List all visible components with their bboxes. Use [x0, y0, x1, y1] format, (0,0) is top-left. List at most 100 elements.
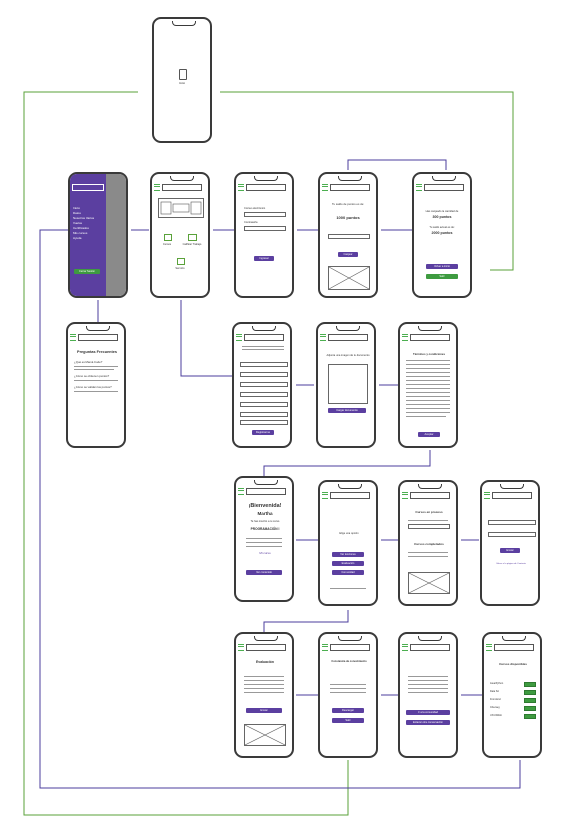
register-field[interactable]: [240, 412, 288, 417]
phone-terms[interactable]: Términos y condiciones Aceptar: [398, 322, 458, 448]
welcome-title: ¡Bienvenida!: [248, 503, 282, 509]
menu-item[interactable]: Vuelos: [73, 221, 83, 225]
accept-button[interactable]: Aceptar: [418, 432, 440, 437]
exit-button[interactable]: Salir: [426, 274, 458, 279]
menu-item[interactable]: Mis cursos: [73, 231, 88, 235]
eval-option: [244, 688, 284, 689]
eval-option: [244, 676, 284, 677]
hamburger-icon[interactable]: [486, 644, 492, 651]
hamburger-icon[interactable]: [416, 184, 422, 191]
phone-faq[interactable]: Preguntas Frecuentes ¿Qué es Mamá Code? …: [66, 322, 126, 448]
book-icon[interactable]: [164, 234, 172, 241]
other-conversation-button[interactable]: Enlazar otra conversación: [406, 720, 450, 725]
certificate-text: [330, 684, 366, 685]
phone-options[interactable]: Elige una opción Ver lecciones Evaluació…: [318, 480, 378, 606]
course-enroll-button[interactable]: [524, 690, 536, 695]
hamburger-icon[interactable]: [238, 488, 244, 495]
register-field[interactable]: [240, 420, 288, 425]
phone-courses[interactable]: Cursos disponibles Java/Python Data Sci …: [482, 632, 542, 758]
register-field[interactable]: [240, 392, 288, 397]
terms-text: [406, 388, 450, 389]
hamburger-icon[interactable]: [236, 334, 242, 341]
terms-text: [406, 408, 450, 409]
contact-field[interactable]: [488, 532, 536, 537]
phone-network[interactable]: Ir a la comunidad Enlazar otra conversac…: [398, 632, 458, 758]
register-field[interactable]: [240, 372, 288, 377]
hamburger-icon[interactable]: [402, 334, 408, 341]
hamburger-icon[interactable]: [154, 184, 160, 191]
eval-submit-button[interactable]: Enviar: [246, 708, 282, 713]
menu-item[interactable]: Certificados: [73, 226, 89, 230]
contact-link[interactable]: Volver a la página de Contacto: [496, 563, 526, 565]
community-button[interactable]: Comunidad: [332, 570, 364, 575]
view-content-button[interactable]: Ver contenido: [246, 570, 282, 575]
phone-splash[interactable]: Inicio: [152, 17, 212, 143]
hamburger-icon[interactable]: [402, 644, 408, 651]
password-field[interactable]: [244, 226, 286, 231]
email-field[interactable]: [244, 212, 286, 217]
briefcase-icon[interactable]: [177, 258, 185, 265]
course-enroll-button[interactable]: [524, 698, 536, 703]
document-placeholder[interactable]: [328, 364, 368, 404]
faq-question[interactable]: ¿Cómo se obtienen puntos?: [74, 374, 110, 378]
phone-redeem[interactable]: Has canjeado la cantidad de 300 puntos T…: [412, 172, 472, 298]
phone-register[interactable]: Registrarme: [232, 322, 292, 448]
course-enroll-button[interactable]: [524, 714, 536, 719]
lessons-button[interactable]: Ver lecciones: [332, 552, 364, 557]
hamburger-icon[interactable]: [484, 492, 490, 499]
register-field[interactable]: [240, 402, 288, 407]
phone-login[interactable]: Correo electrónico Contraseña Ingresar: [234, 172, 294, 298]
upload-intro: Adjunta una imagen de tu documento: [326, 354, 370, 357]
certificate-text: [330, 692, 366, 693]
phone-eval[interactable]: Evaluación Enviar: [234, 632, 294, 758]
hamburger-icon[interactable]: [322, 184, 328, 191]
home-button[interactable]: Volver a inicio: [426, 264, 458, 269]
faq-question[interactable]: ¿Cómo se validan los puntos?: [74, 385, 112, 389]
evaluation-button[interactable]: Evaluación: [332, 561, 364, 566]
login-button[interactable]: Ingresar: [254, 256, 274, 261]
menu-item[interactable]: Nosotros Varios: [73, 216, 95, 220]
logout-button[interactable]: Cerrar Sesión: [74, 269, 100, 274]
phone-certificate[interactable]: Constancia de conocimiento Descargar Sal…: [318, 632, 378, 758]
certificate-exit-button[interactable]: Salir: [332, 718, 364, 723]
phone-contact[interactable]: Enviar Volver a la página de Contacto: [480, 480, 540, 606]
course-enroll-button[interactable]: [524, 706, 536, 711]
community-link-button[interactable]: Ir a la comunidad: [406, 710, 450, 715]
phone-progress[interactable]: Cursos en proceso Cursos completados: [398, 480, 458, 606]
hamburger-icon[interactable]: [238, 644, 244, 651]
contact-field[interactable]: [488, 520, 536, 525]
points-input[interactable]: [328, 234, 370, 239]
upload-button[interactable]: Cargar documento: [328, 408, 366, 413]
hamburger-icon[interactable]: [238, 184, 244, 191]
redeem-line1: Has canjeado la cantidad de: [425, 210, 459, 213]
terms-text: [406, 392, 450, 393]
hamburger-icon[interactable]: [322, 644, 328, 651]
menu-item[interactable]: Ayuda: [73, 236, 82, 240]
register-field[interactable]: [240, 362, 288, 367]
register-button[interactable]: Registrarme: [252, 430, 274, 435]
header-bar: [424, 184, 464, 191]
phone-welcome[interactable]: ¡Bienvenida! Martha Te has inscrito a tu…: [234, 476, 294, 602]
faq-question[interactable]: ¿Qué es Mamá Code?: [74, 360, 103, 364]
redeem-button[interactable]: Canjear: [338, 252, 358, 257]
download-button[interactable]: Descargar: [332, 708, 364, 713]
phone-menu[interactable]: Inicio Datos Nosotros Varios Vuelos Cert…: [68, 172, 128, 298]
overlay[interactable]: [106, 174, 126, 296]
register-field[interactable]: [240, 382, 288, 387]
menu-search[interactable]: [72, 184, 104, 191]
laptop-icon[interactable]: [188, 234, 197, 241]
menu-item[interactable]: Inicio: [73, 206, 81, 210]
hamburger-icon[interactable]: [320, 334, 326, 341]
menu-item[interactable]: Datos: [73, 211, 81, 215]
hamburger-icon[interactable]: [322, 492, 328, 499]
faq-answer: [74, 366, 118, 367]
course-enroll-button[interactable]: [524, 682, 536, 687]
send-button[interactable]: Enviar: [500, 548, 520, 553]
phone-home[interactable]: Cursos Calificar Trabajo Servicio: [150, 172, 210, 298]
faq-answer: [74, 369, 114, 370]
phone-upload[interactable]: Adjunta una imagen de tu documento Carga…: [316, 322, 376, 448]
hamburger-icon[interactable]: [402, 492, 408, 499]
hamburger-icon[interactable]: [70, 334, 76, 341]
course-link[interactable]: Mi curso: [259, 551, 271, 555]
phone-points[interactable]: Tu saldo de puntos es de: 1000 puntos Ca…: [318, 172, 378, 298]
